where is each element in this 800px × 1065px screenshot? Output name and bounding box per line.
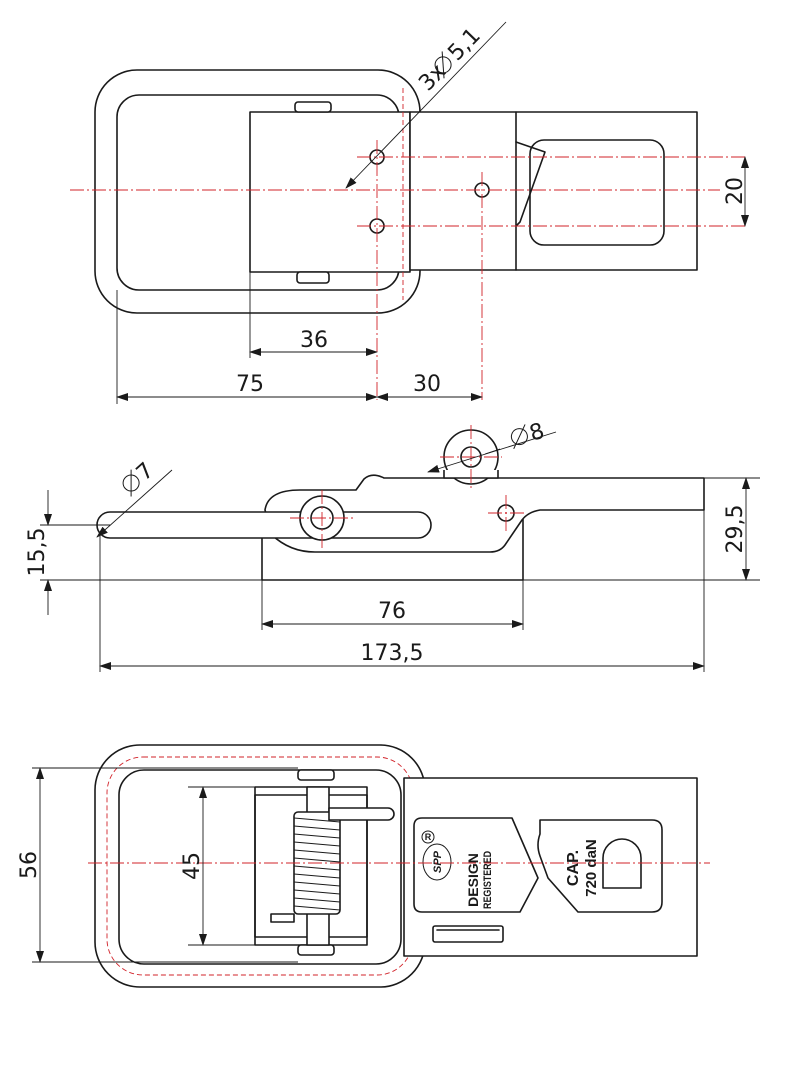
slot-window bbox=[529, 139, 665, 246]
dim-30: 30 bbox=[413, 372, 441, 397]
hole-callout: 3x 5,1 bbox=[414, 23, 485, 96]
svg-text:7: 7 bbox=[132, 458, 159, 486]
lower-slot bbox=[432, 925, 504, 943]
dim-76: 76 bbox=[378, 599, 406, 624]
pin-head-bottom bbox=[296, 271, 330, 284]
svg-text:8: 8 bbox=[527, 419, 548, 447]
dim-36: 36 bbox=[300, 328, 328, 353]
cap-label: CAP. bbox=[565, 850, 582, 886]
base-block bbox=[261, 516, 524, 581]
dim-29-5: 29,5 bbox=[723, 505, 748, 554]
dim-56: 56 bbox=[17, 851, 42, 879]
pin-head-4 bbox=[297, 944, 335, 956]
cap-value: 720 daN bbox=[583, 839, 600, 897]
dim-hole-spacing: 20 bbox=[723, 177, 748, 205]
cap-slot bbox=[602, 838, 642, 889]
side-view: 15,5 29,5 76 173,5 7 8 bbox=[25, 419, 760, 672]
company-logo: SPP bbox=[422, 843, 452, 881]
base-plate bbox=[409, 111, 698, 271]
design-text: DESIGN bbox=[465, 853, 481, 907]
eye-diameter-callout: 8 bbox=[510, 419, 548, 450]
cap-panel bbox=[537, 819, 663, 913]
spring-arm bbox=[328, 807, 395, 821]
registered-mark: R bbox=[425, 832, 432, 842]
registered-text: REGISTERED bbox=[482, 851, 494, 909]
dim-75: 75 bbox=[236, 372, 264, 397]
logo-panel bbox=[413, 817, 539, 913]
svg-text:3x: 3x bbox=[414, 59, 451, 96]
dim-45: 45 bbox=[180, 852, 205, 880]
pin-head-top bbox=[294, 101, 332, 113]
wire-rod bbox=[96, 511, 432, 539]
top-view: 20 36 75 30 3x 5,1 bbox=[70, 21, 749, 404]
bottom-view: R SPP DESIGN REGISTERED CAP. 720 daN 56 bbox=[17, 744, 710, 988]
svg-text:5,1: 5,1 bbox=[444, 23, 486, 66]
dim-173-5: 173,5 bbox=[361, 641, 424, 666]
pin-head-3 bbox=[297, 769, 335, 781]
dim-15-5: 15,5 bbox=[25, 528, 50, 577]
wire-loop-inner-2 bbox=[118, 769, 402, 965]
svg-text:SPP: SPP bbox=[432, 850, 444, 873]
lever-hook bbox=[515, 141, 546, 227]
pivot-bracket bbox=[249, 111, 411, 273]
pin-diameter-callout: 7 bbox=[122, 458, 159, 497]
